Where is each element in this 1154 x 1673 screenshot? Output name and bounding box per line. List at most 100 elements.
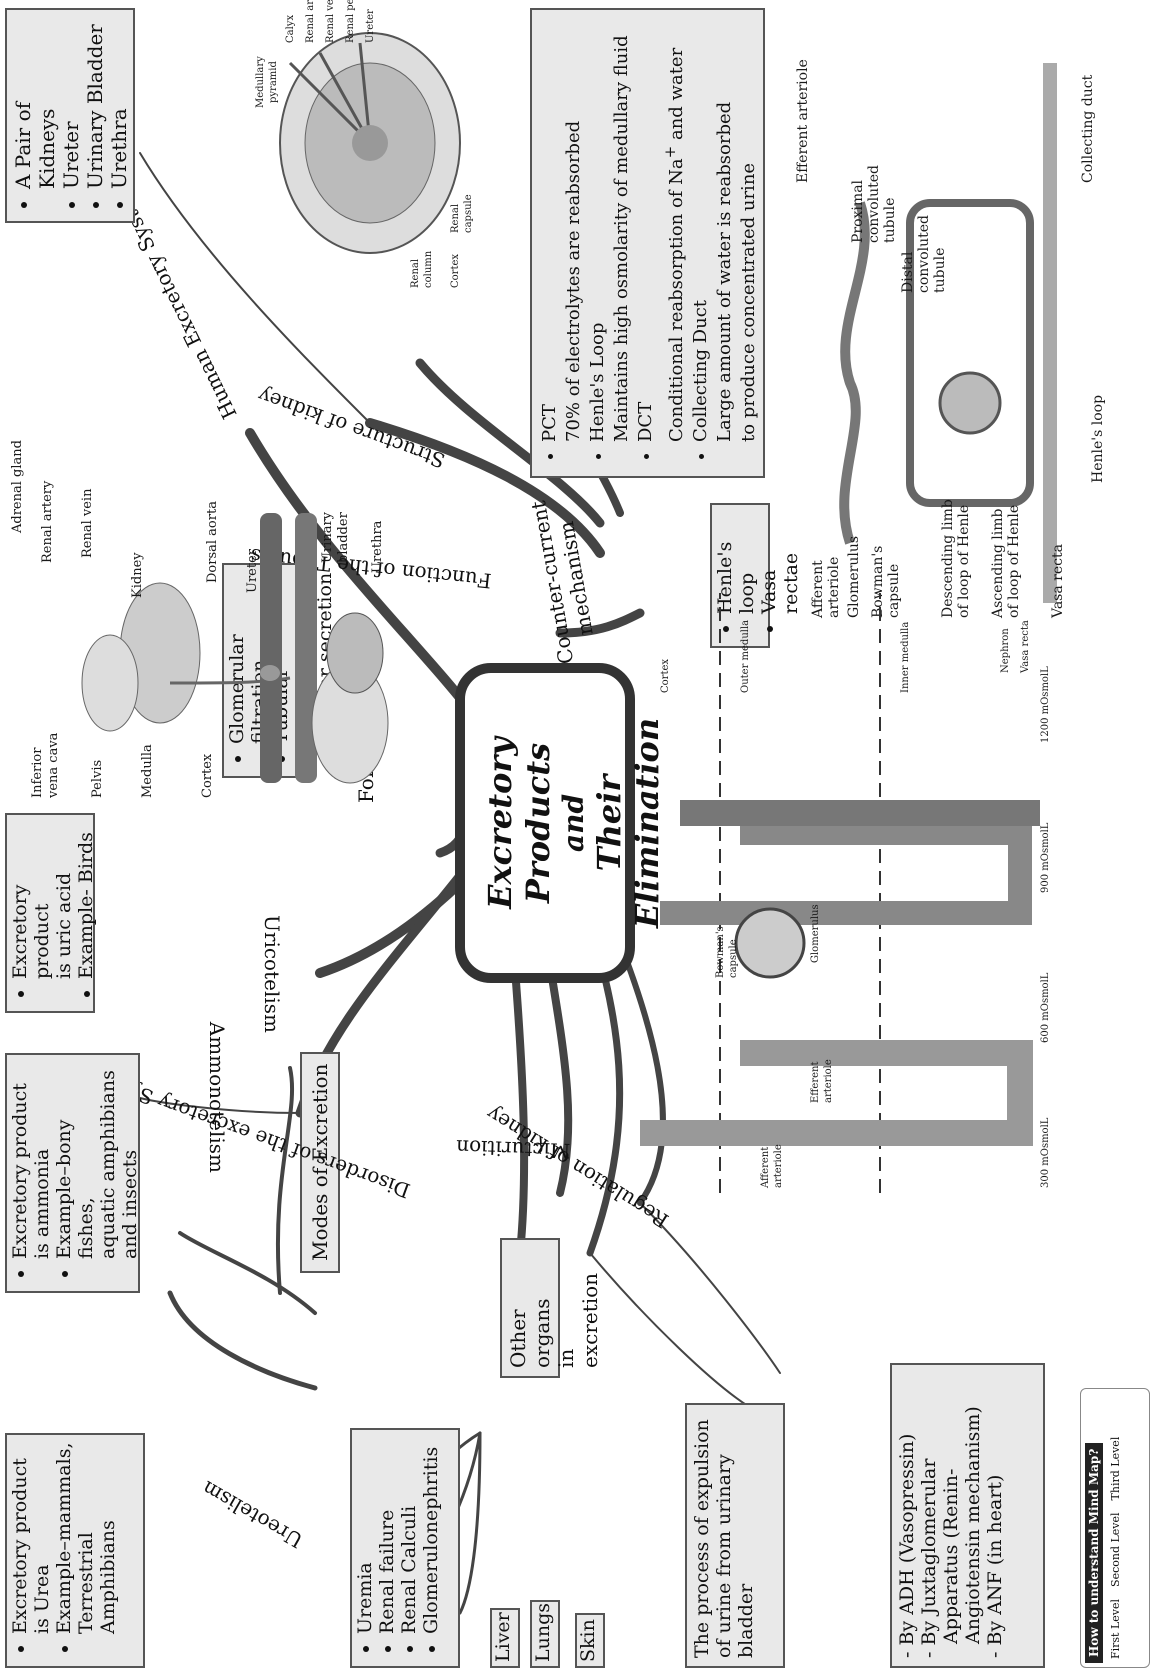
kidney-label: Renal artery <box>305 0 316 43</box>
cc-label: 300 mOsmolL <box>1040 1117 1051 1188</box>
nephron-label: tubule <box>932 247 948 293</box>
micturition-line: of urine from urinary <box>713 1454 735 1658</box>
ureotelism-item: Excretory product is Urea <box>9 1441 53 1634</box>
uricotelism-box: Excretory product is uric acid Example- … <box>5 813 97 1013</box>
kidney-part: Urethra <box>107 16 131 189</box>
cc-label: capsule <box>728 939 739 978</box>
regulation-line: - By ADH (Vasopressin) <box>896 1433 918 1658</box>
ammonotelism-text: aquatic amphibians <box>97 1070 119 1259</box>
tubules-box: PCT 70% of electrolytes are reabsorbed H… <box>530 8 765 478</box>
kidney-parts-box: A Pair of Kidneys Ureter Urinary Bladder… <box>5 8 135 223</box>
countercurrent-figure: Cortex Outer medulla Inner medulla 300 m… <box>620 583 1060 1193</box>
disorder-item: Glomerulonephritis <box>420 1436 442 1634</box>
central-title-line1: Excretory Products <box>481 737 557 909</box>
nephron-label: Proximal <box>850 179 866 243</box>
ureotelism-box: Excretory product is Urea Example–mammal… <box>5 1433 145 1668</box>
label-medulla: Medulla <box>140 744 155 798</box>
regulation-line: Apparatus (Renin- <box>940 1468 962 1644</box>
ammonotelism-text: and insects <box>119 1149 141 1259</box>
tubule-detail: Large amount of water is reabsorbed <box>714 101 735 442</box>
uricotelism-item: Excretory product is uric acid <box>9 821 75 979</box>
kidney-label: Cortex <box>450 253 461 288</box>
ureotelism-text: Terrestrial <box>75 1532 97 1634</box>
ammonotelism-item: Excretory product is ammonia <box>9 1061 53 1259</box>
ammonotelism-box: Excretory product is ammonia Example–bon… <box>5 1053 141 1293</box>
label-urinary: Urinary <box>320 511 335 563</box>
nephron-label: convoluted <box>916 215 932 293</box>
legend-third-level: Third Level <box>1109 1436 1122 1501</box>
kidney-label: Renal vein <box>325 0 336 43</box>
label-inferior: Inferior <box>30 747 45 798</box>
cc-label: Cortex <box>660 658 671 693</box>
nephron-label: tubule <box>882 197 898 243</box>
ureotelism-text: Excretory product <box>9 1458 31 1634</box>
cc-label: Nephron <box>1000 628 1011 673</box>
label-dorsal-aorta: Dorsal aorta <box>205 501 220 583</box>
label-vena-cava: vena cava <box>46 732 61 798</box>
micturition-line: The process of expulsion <box>691 1419 713 1658</box>
kidney-label: Calyx <box>285 14 296 43</box>
other-organs-box: Other organs in excretion <box>500 1238 602 1378</box>
nephron-figure: Efferent arteriole Proximal convoluted t… <box>790 23 1120 623</box>
ureotelism-text: Amphibians <box>97 1520 119 1634</box>
kidney-part: A Pair of Kidneys <box>11 16 59 189</box>
label-adrenal-gland: Adrenal gland <box>10 440 25 533</box>
disorder-item: Renal Calculi <box>398 1436 420 1634</box>
cc-label: Bowman's <box>715 926 726 978</box>
organ-skin: Skin <box>575 1613 605 1668</box>
label-renal-vein: Renal vein <box>80 488 95 558</box>
ureotelism-text: is Urea <box>31 1564 53 1634</box>
other-organs-line2: in excretion <box>554 1272 602 1368</box>
label-urethra: Urethra <box>370 520 385 573</box>
disorder-item: Uremia <box>354 1436 376 1634</box>
legend-second-level: Second Level <box>1109 1512 1122 1587</box>
tubule-na-text: Conditional reabsorption of Na <box>666 158 687 442</box>
nephron-label: convoluted <box>866 165 882 243</box>
central-title: Excretory Products and Their Elimination <box>455 663 666 983</box>
uricotelism-item: Example- Birds <box>75 821 97 979</box>
branch-uricotelism: Uricotelism <box>260 915 284 1033</box>
tubule-detail: to produce concentrated urine <box>738 162 759 442</box>
cc-label: Inner medulla <box>900 621 911 693</box>
label-kidney: Kidney <box>130 552 145 598</box>
kidney-label: column <box>423 250 434 288</box>
disorder-item: Renal failure <box>376 1436 398 1634</box>
regulation-box: - By ADH (Vasopressin) - By Juxtaglomeru… <box>890 1363 1045 1668</box>
tubule-item: Henle's Loop <box>586 18 610 442</box>
cc-label: arteriole <box>773 1144 784 1188</box>
kidney-part: Ureter <box>59 16 83 189</box>
ureotelism-text: Example–mammals, <box>53 1442 75 1634</box>
ammonotelism-text: Excretory product <box>9 1083 31 1259</box>
central-title-line2: and <box>557 793 590 853</box>
cc-label: Vasa recta <box>1020 620 1031 673</box>
kidney-label: Renal <box>450 203 461 233</box>
mind-map-legend: How to understand Mind Map? First Level … <box>1080 1388 1150 1668</box>
disorders-box: Uremia Renal failure Renal Calculi Glome… <box>350 1428 460 1668</box>
micturition-line: bladder <box>735 1583 757 1658</box>
label-ureter: Ureter <box>245 549 260 593</box>
ammonotelism-text: is ammonia <box>31 1148 53 1259</box>
excretory-system-figure: Adrenal gland Renal artery Renal vein Ki… <box>0 440 420 803</box>
tubule-item: DCT <box>634 18 658 442</box>
nephron-label: Henle's loop <box>1090 394 1106 483</box>
cc-label: 900 mOsmolL <box>1040 822 1051 893</box>
branch-ammonotelism: Ammonotelism <box>205 1021 229 1173</box>
tubule-item: PCT <box>538 18 562 442</box>
cc-label: Efferent <box>810 1061 821 1103</box>
cc-label: arteriole <box>823 1059 834 1103</box>
tubule-detail-na: Conditional reabsorption of Na+ and wate… <box>661 47 687 442</box>
ureotelism-item: Example–mammals, Terrestrial Amphibians <box>53 1441 119 1634</box>
kidney-part: Urinary Bladder <box>83 16 107 189</box>
nephron-label: Efferent arteriole <box>795 59 811 183</box>
ammonotelism-item: Example–bony fishes, aquatic amphibians … <box>53 1061 141 1259</box>
legend-title: How to understand Mind Map? <box>1085 1442 1103 1663</box>
cc-label: Outer medulla <box>740 619 751 693</box>
cc-label: Glomerulus <box>810 904 821 963</box>
ammonotelism-text: Example–bony fishes, <box>53 1119 97 1260</box>
label-renal-artery: Renal artery <box>40 480 55 563</box>
kidney-label: Renal pelvis <box>345 0 356 43</box>
cc-label: 600 mOsmolL <box>1040 972 1051 1043</box>
micturition-box: The process of expulsion of urine from u… <box>685 1403 785 1668</box>
kidney-label: Ureter <box>365 9 376 43</box>
